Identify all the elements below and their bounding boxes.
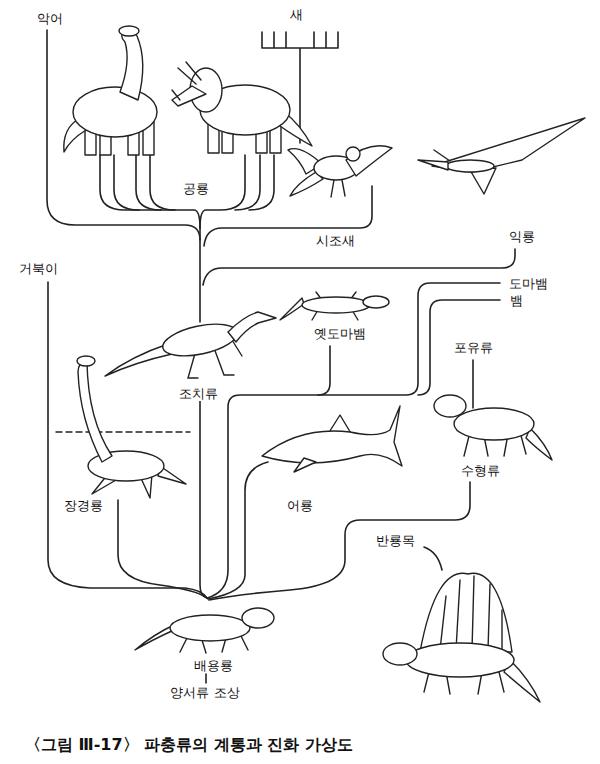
taxon-label: 악어 bbox=[35, 11, 65, 26]
ichthyosaur-figure bbox=[262, 406, 402, 472]
pelycosaur-leader bbox=[424, 547, 442, 570]
ichthyosaur-branch bbox=[208, 462, 268, 599]
taxon-label: 장경룡 bbox=[62, 498, 105, 513]
amphibian-stem bbox=[205, 674, 207, 683]
captorhinid-body bbox=[170, 615, 250, 641]
dinosaur-branch bbox=[136, 155, 161, 210]
dinosaur-branch bbox=[235, 155, 260, 210]
thecodont-figure bbox=[105, 312, 276, 378]
pterosaur-head bbox=[418, 160, 448, 170]
branch-lines bbox=[47, 30, 515, 683]
thecodont-body bbox=[160, 318, 240, 361]
archaeopteryx-wing bbox=[346, 146, 392, 176]
captorhinid-head bbox=[242, 608, 274, 628]
thecodont-tail bbox=[105, 344, 172, 376]
taxon-label: 뱀 bbox=[508, 293, 525, 308]
sauropod-head bbox=[119, 26, 139, 36]
turtle-branch bbox=[48, 282, 207, 598]
pterosaur-wing bbox=[432, 118, 585, 172]
archaeopteryx-head bbox=[346, 147, 360, 161]
ichthyosaur-body bbox=[262, 406, 402, 466]
dimetrodon-spine bbox=[440, 576, 502, 650]
taxon-label: 조치류 bbox=[177, 386, 220, 401]
taxon-label: 반룡목 bbox=[374, 533, 417, 548]
sauropod-figure bbox=[64, 26, 157, 155]
therapsid-tail bbox=[526, 428, 552, 460]
lizard-branch bbox=[207, 283, 500, 598]
plesiosaur-branch bbox=[118, 500, 207, 598]
dimetrodon-figure bbox=[383, 573, 540, 702]
synapsid-branch bbox=[209, 482, 470, 600]
taxon-label: 새 bbox=[288, 7, 305, 22]
sauropod-neck bbox=[120, 30, 143, 100]
dimetrodon-sail bbox=[420, 573, 512, 652]
rhynchocephalian-figure bbox=[280, 292, 389, 320]
therapsid-head bbox=[434, 395, 466, 417]
crocodile-branch bbox=[47, 30, 200, 240]
dinosaur-branch bbox=[150, 155, 175, 210]
taxon-label: 포유류 bbox=[452, 340, 495, 355]
dimetrodon-head bbox=[383, 643, 417, 665]
therapsid-figure bbox=[434, 395, 552, 460]
pterosaur-branch bbox=[203, 249, 515, 285]
mammal-branch bbox=[472, 360, 474, 408]
taxon-label: 도마뱀 bbox=[507, 276, 550, 291]
archaeopteryx-leg bbox=[331, 180, 345, 197]
taxon-label: 거북이 bbox=[17, 261, 60, 276]
pterosaur-crest bbox=[434, 150, 450, 161]
pterosaur-body bbox=[446, 160, 494, 172]
lizard-head bbox=[363, 296, 389, 308]
plesiosaur-neck bbox=[78, 362, 112, 462]
lizard-body bbox=[302, 297, 370, 313]
taxon-label: 익룡 bbox=[507, 229, 537, 244]
rhynchocephalia-branch bbox=[318, 346, 330, 395]
ichthyosaur-flipper bbox=[294, 458, 316, 472]
triceratops-horn bbox=[172, 62, 201, 100]
figure-caption: 〈그림 Ⅲ-17〉 파충류의 계통과 진화 가상도 bbox=[25, 735, 353, 755]
captorhinid-figure bbox=[135, 608, 274, 653]
taxon-label: 수형류 bbox=[459, 463, 502, 478]
taxon-label: 어룡 bbox=[285, 498, 315, 513]
dimetrodon-body bbox=[406, 643, 514, 677]
plesiosaur-figure bbox=[56, 356, 190, 498]
snake-branch bbox=[418, 300, 500, 395]
water-line bbox=[56, 431, 190, 432]
pterosaur-figure bbox=[418, 118, 585, 194]
thecodont-head bbox=[228, 312, 276, 342]
taxon-label: 공룡 bbox=[181, 181, 211, 196]
taxon-label: 배용룡 bbox=[192, 658, 235, 673]
taxon-label: 양서류 조상 bbox=[168, 685, 241, 700]
taxon-label: 옛도마뱀 bbox=[312, 326, 368, 341]
triceratops-figure bbox=[172, 62, 312, 153]
archosaur-trunk bbox=[200, 228, 207, 598]
therapsid-body bbox=[454, 408, 534, 440]
archaeopteryx-figure bbox=[288, 146, 392, 197]
plesiosaur-head bbox=[77, 356, 95, 366]
dinosaur-branch bbox=[249, 155, 274, 210]
sauropod-body bbox=[73, 87, 157, 137]
lizard-tail bbox=[280, 298, 304, 320]
taxon-label: 시조새 bbox=[314, 233, 357, 248]
